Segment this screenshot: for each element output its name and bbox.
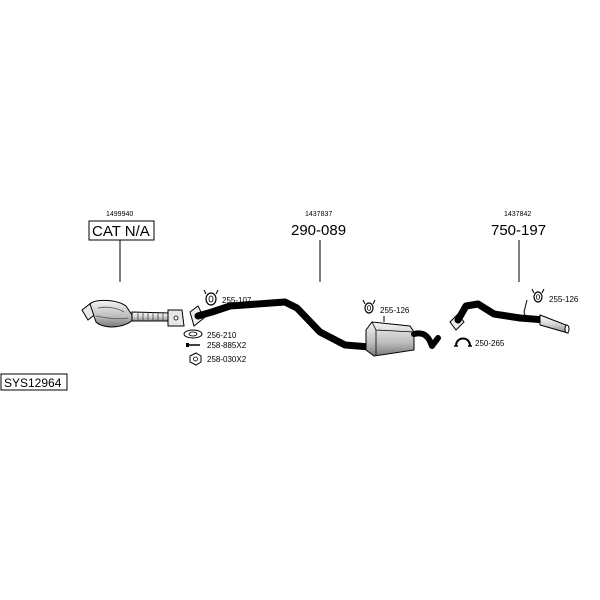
front-group-title: CAT N/A bbox=[92, 223, 150, 240]
group-rear[interactable]: 1437842 750-197 bbox=[449, 211, 570, 334]
fitting-mount-middle[interactable]: 255-126 bbox=[362, 299, 410, 315]
front-group-title-box bbox=[88, 220, 155, 241]
bolt-label: 258-885X2 bbox=[207, 341, 247, 350]
mount-front-label: 255-107 bbox=[222, 296, 252, 305]
middle-group-ref: 1437837 bbox=[305, 211, 332, 218]
system-code-box: SYS12964 bbox=[0, 373, 68, 391]
fitting-gasket[interactable]: 256-210 bbox=[183, 329, 237, 340]
rear-group-title: 750-197 bbox=[491, 222, 546, 239]
mount-rear-label: 255-126 bbox=[549, 295, 579, 304]
system-code: SYS12964 bbox=[4, 376, 62, 390]
rear-group-ref: 1437842 bbox=[504, 211, 531, 218]
fitting-clamp[interactable]: 250-265 bbox=[454, 337, 505, 349]
mount-middle-label: 255-126 bbox=[380, 306, 410, 315]
fitting-nut[interactable]: 258-030X2 bbox=[189, 352, 247, 366]
group-middle[interactable]: 1437837 290-089 bbox=[189, 211, 441, 357]
fitting-mount-front[interactable]: 255-107 bbox=[203, 289, 252, 306]
middle-pipe-with-silencer[interactable] bbox=[189, 298, 441, 357]
nut-label: 258-030X2 bbox=[207, 355, 247, 364]
tail-pipe[interactable] bbox=[449, 299, 570, 334]
fitting-mount-rear[interactable]: 255-126 bbox=[531, 288, 579, 304]
group-front[interactable]: 1499940 CAT N/A bbox=[81, 211, 185, 328]
front-group-ref: 1499940 bbox=[106, 211, 133, 218]
gasket-label: 256-210 bbox=[207, 331, 237, 340]
clamp-label: 250-265 bbox=[475, 339, 505, 348]
middle-group-title: 290-089 bbox=[291, 222, 346, 239]
catalytic-converter[interactable] bbox=[81, 299, 185, 328]
fitting-bolt[interactable]: 258-885X2 bbox=[186, 341, 247, 350]
